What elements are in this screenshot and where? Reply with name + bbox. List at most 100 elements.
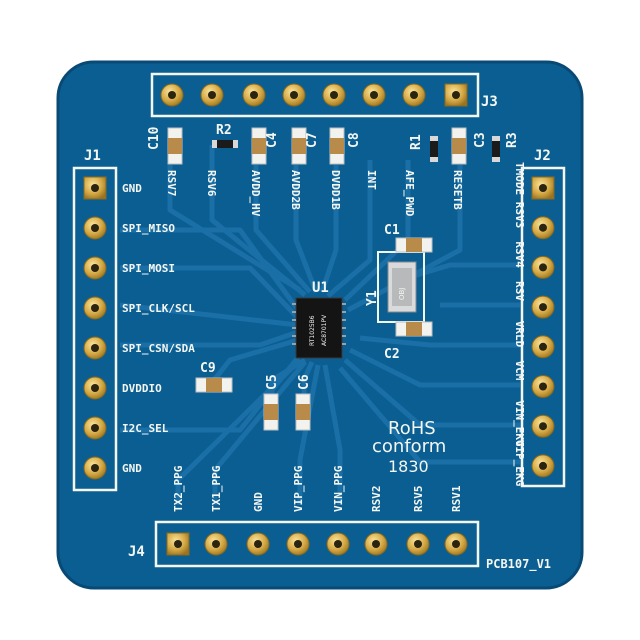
- r1-ref: R1: [409, 134, 424, 150]
- j1-pin-label-8: GND: [122, 462, 142, 475]
- j4-pin-label-6: RSV2: [370, 486, 383, 513]
- j4-pin-4: [286, 532, 310, 556]
- c6-ref: C6: [297, 374, 312, 390]
- c7-ref: C7: [305, 132, 320, 148]
- capacitor-c7: C7: [291, 127, 320, 165]
- j2-pin-label-3: RSV4: [513, 241, 526, 268]
- j1-pin-label-2: SPI_MISO: [122, 222, 175, 235]
- j1-pin-7: [83, 416, 107, 440]
- capacitor-c4: C4: [251, 127, 280, 165]
- header-j2-outline: [520, 166, 566, 488]
- j1-pin-4: [83, 296, 107, 320]
- j3-pin-label-3: AVDD_HV: [249, 170, 262, 217]
- header-j3: [150, 72, 480, 118]
- j4-pin-label-4: VIP_PPG: [292, 465, 305, 512]
- header-j2-pins: [531, 176, 555, 478]
- capacitor-c1: C1: [384, 223, 433, 253]
- j3-pin-6: [362, 83, 386, 107]
- j4-pin-label-3: GND: [252, 492, 265, 512]
- j3-pin-8: [444, 83, 468, 107]
- resistor-r2: R2: [212, 123, 238, 148]
- j1-pin-3: [83, 256, 107, 280]
- u1-marking-2: AC8701PV: [321, 314, 328, 346]
- j1-pin-label-4: SPI_CLK/SCL: [122, 302, 195, 315]
- r3-ref: R3: [505, 132, 520, 148]
- j4-pin-label-7: RSV5: [412, 486, 425, 513]
- j1-pin-8: [83, 456, 107, 480]
- j2-pin-label-2: RSV3: [513, 202, 526, 229]
- r2-ref: R2: [216, 123, 232, 138]
- top-passives: C10 R2 C4 C7 C8 R1: [147, 123, 520, 165]
- j4-pin-5: [326, 532, 350, 556]
- y1-ref: Y1: [365, 290, 380, 306]
- header-j1-ref: J1: [84, 148, 101, 164]
- header-j1: [72, 166, 118, 492]
- header-j2-ref: J2: [534, 148, 551, 164]
- date-code: 1830: [388, 457, 429, 476]
- header-j2: [520, 166, 566, 488]
- c10-ref: C10: [147, 126, 162, 150]
- j3-pin-1: [160, 83, 184, 107]
- j4-pin-6: [364, 532, 388, 556]
- j3-pin-2: [200, 83, 224, 107]
- j1-pin-2: [83, 216, 107, 240]
- capacitor-c10: C10: [147, 126, 183, 165]
- j2-pin-label-1: TMODE: [513, 162, 526, 195]
- header-j1-outline: [72, 166, 118, 492]
- j3-pin-label-6: INT: [365, 170, 378, 190]
- j1-pin-label-1: GND: [122, 182, 142, 195]
- j1-pin-label-3: SPI_MOSI: [122, 262, 175, 275]
- j3-pin-label-4: AVDD2B: [289, 170, 302, 210]
- pcb-traces: [119, 145, 520, 505]
- u1-ref: U1: [312, 280, 329, 296]
- j4-pin-label-5: VIN_PPG: [332, 465, 345, 512]
- j3-pin-3: [242, 83, 266, 107]
- y1-marking: OBJ: [398, 288, 406, 300]
- j1-pin-label-6: DVDDIO: [122, 382, 162, 395]
- j2-pin-5: [531, 335, 555, 359]
- j3-pin-4: [282, 83, 306, 107]
- j3-pin-5: [322, 83, 346, 107]
- c2-ref: C2: [384, 347, 400, 362]
- j4-pin-2: [204, 532, 228, 556]
- j1-pin-1: [83, 176, 107, 200]
- u1-marking-1: RT1025B6: [309, 315, 316, 346]
- j2-pin-4: [531, 295, 555, 319]
- j2-pin-label-4: RSV: [513, 281, 526, 301]
- j1-pin-6: [83, 376, 107, 400]
- capacitor-c2: C2: [384, 321, 433, 362]
- j4-pin-3: [246, 532, 270, 556]
- j3-pin-label-5: DVDD1B: [329, 170, 342, 210]
- resistor-r3: R3: [492, 132, 520, 162]
- resistor-r1: R1: [409, 134, 438, 162]
- j2-pin-label-8: VIP_EKG: [513, 440, 526, 487]
- j2-pin-1: [531, 176, 555, 200]
- j1-pin-label-5: SPI_CSN/SDA: [122, 342, 195, 355]
- c9-ref: C9: [200, 361, 216, 376]
- j4-pin-1: [166, 532, 190, 556]
- rohs-conform-mark: conform: [372, 436, 446, 457]
- j4-pin-label-1: TX2_PPG: [172, 465, 185, 512]
- j3-pin-label-7: AFE_PWD: [403, 170, 416, 217]
- j2-pin-6: [531, 375, 555, 398]
- c1-ref: C1: [384, 223, 400, 238]
- board-label: PCB107_V1: [486, 557, 551, 572]
- capacitor-c5: C5: [263, 374, 280, 431]
- j2-pin-label-5: VRLD: [513, 321, 526, 348]
- rohs-mark: RoHS: [388, 418, 436, 439]
- capacitor-c8: C8: [329, 127, 362, 165]
- j2-pin-2: [531, 216, 555, 240]
- header-j1-pins: [83, 176, 107, 480]
- header-j3-ref: J3: [481, 94, 498, 110]
- j1-pin-label-7: I2C_SEL: [122, 422, 169, 435]
- header-j4-ref: J4: [128, 544, 145, 560]
- header-j4-outline: [154, 520, 480, 568]
- j2-pin-7: [531, 414, 555, 438]
- chip-u1: RT1025B6 AC8701PV U1: [292, 280, 346, 359]
- j4-pin-8: [444, 532, 468, 556]
- j4-pin-label-2: TX1_PPG: [210, 465, 223, 512]
- j2-pin-label-7: VIN_EKG: [513, 400, 526, 447]
- c4-ref: C4: [265, 132, 280, 148]
